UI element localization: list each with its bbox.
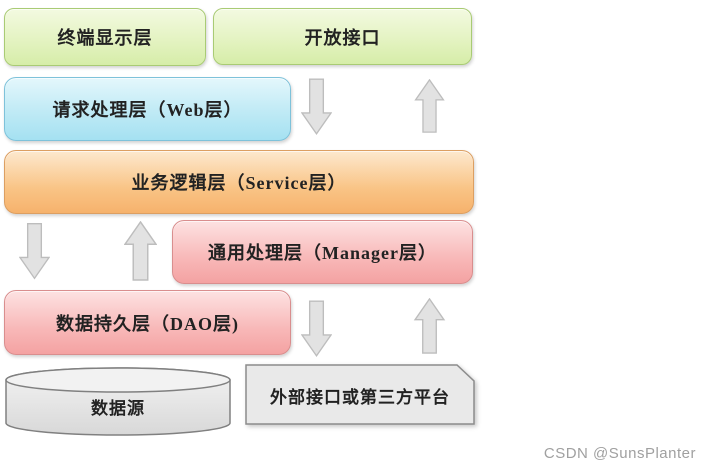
arrow-up-dao-to-service-icon: [124, 221, 157, 281]
box-open-api: 开放接口: [213, 8, 472, 65]
box-terminal-display: 终端显示层: [4, 8, 206, 66]
arrow-up-external-to-manager-icon: [413, 298, 446, 354]
box-dao-layer: 数据持久层（DAO层): [4, 290, 291, 355]
arrow-down-manager-to-external-icon: [301, 300, 332, 358]
box-external-platform-label: 外部接口或第三方平台: [270, 388, 450, 407]
box-data-source-label: 数据源: [91, 399, 145, 418]
box-manager-layer: 通用处理层（Manager层）: [172, 220, 473, 284]
box-dao-layer-label: 数据持久层（DAO层): [56, 313, 239, 334]
arrow-up-service-to-openapi-icon: [414, 79, 445, 133]
box-external-platform: 外部接口或第三方平台: [245, 364, 475, 425]
box-web-layer-label: 请求处理层（Web层）: [52, 100, 243, 120]
database-cylinder-icon: [5, 367, 231, 436]
csdn-watermark: CSDN @SunsPlanter: [543, 445, 696, 462]
box-manager-layer-label: 通用处理层（Manager层）: [208, 243, 437, 263]
note-shape-icon: [245, 364, 475, 425]
arrow-down-service-to-dao-icon: [19, 222, 50, 280]
box-terminal-display-label: 终端显示层: [57, 28, 153, 48]
box-service-layer: 业务逻辑层（Service层）: [4, 150, 474, 214]
box-data-source: 数据源: [4, 366, 232, 437]
box-open-api-label: 开放接口: [304, 27, 381, 48]
box-web-layer: 请求处理层（Web层）: [4, 77, 291, 141]
arrow-down-web-to-service-icon: [301, 78, 332, 136]
box-service-layer-label: 业务逻辑层（Service层）: [131, 173, 347, 193]
